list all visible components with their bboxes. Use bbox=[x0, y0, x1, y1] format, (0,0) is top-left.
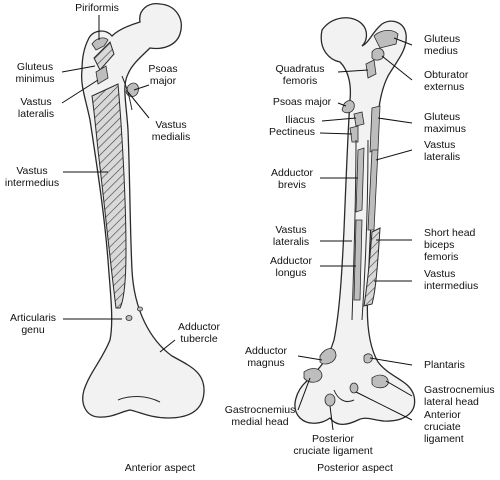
psoas-major-post-area bbox=[341, 100, 355, 114]
gluteus-medius-area bbox=[373, 30, 399, 49]
gastrocnemius-medial-area bbox=[303, 368, 323, 383]
anterior-leaders bbox=[61, 15, 176, 353]
adductor-magnus-area bbox=[319, 348, 337, 365]
label-pectineus: Pectineus bbox=[269, 126, 315, 138]
label-iliacus: Iliacus bbox=[285, 114, 315, 126]
adductor-brevis-area bbox=[355, 147, 365, 213]
piriformis-area bbox=[91, 37, 109, 51]
linea-aspera-medial bbox=[351, 139, 357, 321]
pectineus-area bbox=[349, 125, 359, 143]
gluteus-maximus-area bbox=[369, 105, 381, 153]
vastus-medialis-line bbox=[121, 75, 133, 111]
label-piriformis: Piriformis bbox=[75, 2, 119, 14]
posterior-leaders bbox=[297, 37, 413, 431]
vastus-intermedius-area bbox=[91, 83, 127, 309]
anterior-cruciate-area bbox=[349, 382, 359, 394]
vastus-lateralis-post-area bbox=[367, 149, 379, 231]
caption-posterior-aspect: Posterior aspect bbox=[317, 462, 393, 474]
patellar-surface-line bbox=[117, 396, 161, 403]
quadratus-femoris-area bbox=[365, 59, 377, 79]
articularis-genu-spot-2 bbox=[137, 306, 143, 312]
short-head-biceps-area bbox=[363, 227, 381, 307]
gastrocnemius-lateral-area bbox=[371, 374, 389, 389]
plantaris-area bbox=[363, 353, 373, 364]
anterior-femur bbox=[80, 3, 205, 419]
linea-aspera-lateral bbox=[361, 139, 369, 321]
posterior-cruciate-area bbox=[324, 393, 336, 407]
intercondylar-fossa bbox=[333, 389, 355, 403]
gluteus-minimus-area bbox=[93, 41, 115, 71]
posterior-femur bbox=[294, 17, 416, 425]
adductor-longus-area bbox=[353, 219, 363, 301]
articularis-genu-spot-1 bbox=[125, 315, 133, 321]
iliacus-area bbox=[353, 111, 365, 127]
caption-anterior-aspect: Anterior aspect bbox=[125, 462, 196, 474]
label-plantaris: Plantaris bbox=[424, 359, 465, 371]
label-psoas-major-post: Psoas major bbox=[273, 96, 332, 108]
obturator-externus-area bbox=[371, 48, 385, 61]
